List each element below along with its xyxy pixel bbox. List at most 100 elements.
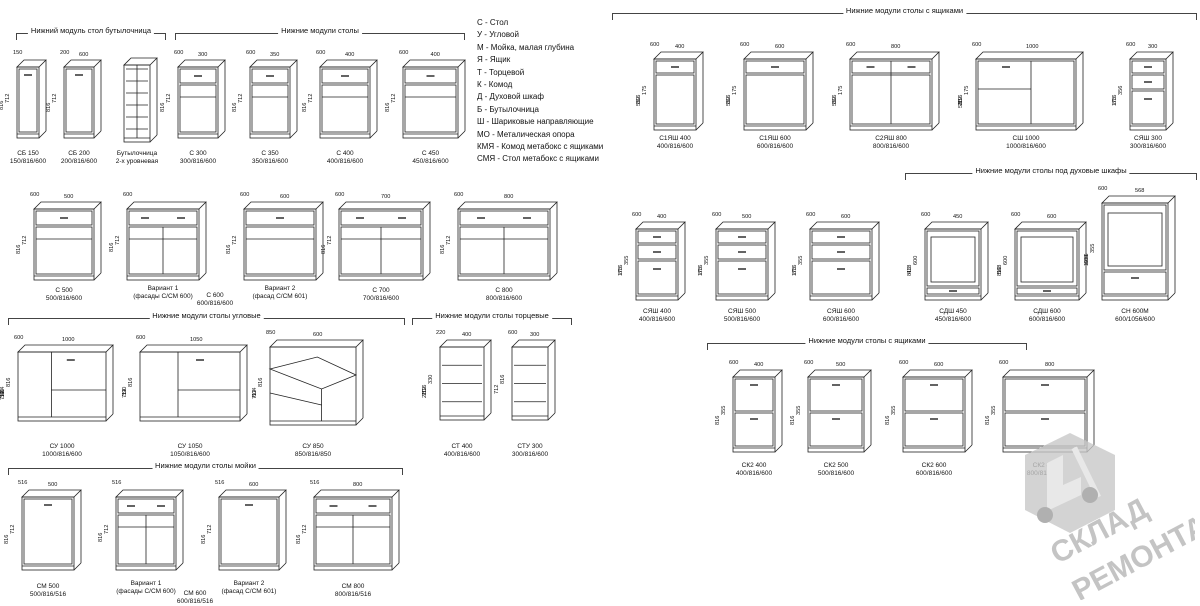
module-name: СУ 1050 [177,443,203,450]
dimension-label: 850 [266,330,276,336]
module-caption: Вариант 2(фасад С/СМ 601) [199,580,299,595]
dimension-label: 712 [5,93,11,103]
dimension-label: 816 [128,377,134,387]
module-drawing [402,59,466,139]
module-name: СЯШ 500 [728,308,756,315]
legend-item: С - Стол [477,18,509,27]
module-name: С2ЯШ 800 [875,135,907,142]
module-drawing [313,489,400,571]
dimension-label: 816 [321,245,327,255]
module-drawing [457,201,558,281]
module-drawing [338,201,431,281]
module-caption: Вариант 2(фасад С/СМ 601) [224,285,336,300]
module-size: 400/816/600 [443,450,481,458]
module-size: 600/816/600 [915,469,953,477]
legend-item: Д - Духовой шкаф [477,92,544,102]
module-drawing [849,51,940,131]
module-size: 350/816/600 [251,157,289,165]
module-drawing [243,201,324,281]
dimension-label: 355 [624,255,630,265]
dimension-label: 600 [934,362,944,368]
module-drawing [439,339,492,421]
dimension-label: 175 [1112,97,1118,107]
module-size: 450/816/600 [934,315,972,323]
dimension-label: 355 [891,405,897,416]
module-name: СЯШ 300 [1134,135,1162,142]
module-name: СМ 600 [183,590,207,597]
dimension-label: 355 [798,255,804,265]
section-tables: Нижние модули столы [175,26,465,40]
dimension-label: 712 [446,235,452,245]
dimension-label: 600 [1098,186,1108,192]
module-drawing [732,369,783,453]
module-drawing [902,369,973,453]
dimension-label: 712 [52,93,58,103]
section-end: Нижние модули столы торцевые [412,311,572,325]
module-name: С 450 [421,150,440,157]
dimension-label: 816 [500,374,506,384]
dimension-label: 175 [792,267,798,277]
section-drawers-2: Нижние модули столы с ящиками [707,336,1027,350]
dimension-label: 150 [13,50,23,56]
module-drawing [975,51,1084,131]
dimension-label: 450 [953,214,963,220]
dimension-label: 355 [721,405,727,416]
dimension-label: 175 [642,85,648,95]
dimension-label: 175 [698,267,704,277]
legend-item: МО - Металическая опора [477,129,575,139]
dimension-label: 600 [313,332,323,338]
module-name: Бутылочница [116,150,158,157]
module-name: СДШ 450 [939,308,967,315]
legend-item: У - Угловой [477,30,519,40]
module-size: 400/816/600 [656,142,694,150]
module-size: 600/816/600 [196,299,234,307]
dimension-label: 400 [657,214,667,220]
module-name: СДШ 600 [1033,308,1061,315]
module-drawing [635,221,686,301]
dimension-label: 600 [740,42,750,48]
dimension-label: 600 [454,192,464,198]
dimension-label: 600 [921,212,931,218]
module-drawing [63,59,102,139]
dimension-label: 533 [958,99,964,109]
dimension-label: 712 [494,384,500,394]
module-caption: Вариант 1(фасады С/СМ 600) [96,580,196,595]
dimension-label: 816 [296,534,302,544]
dimension-label: 175 [964,85,970,95]
dimension-label: 800 [891,44,901,50]
dimension-label: 600 [123,192,133,198]
module-size: 600/816/600 [822,315,860,323]
section-ovens: Нижние модули столы под духовые шкафы [905,166,1197,180]
dimension-label: 210 [422,388,428,398]
module-size: 800/816/600 [872,142,910,150]
dimension-label: 712 [207,524,213,534]
module-size: 450/816/600 [412,157,449,165]
dimension-label: 516 [18,480,28,486]
module-size: 2-х уровневая [115,157,159,165]
dimension-label: 816 [160,103,166,113]
module-size: 600/816/600 [1028,315,1066,323]
dimension-label: 500 [48,482,58,488]
section-title: Нижние модули столы [278,26,362,35]
module-name: С 350 [261,150,279,157]
module-size: 850/816/850 [294,450,332,458]
